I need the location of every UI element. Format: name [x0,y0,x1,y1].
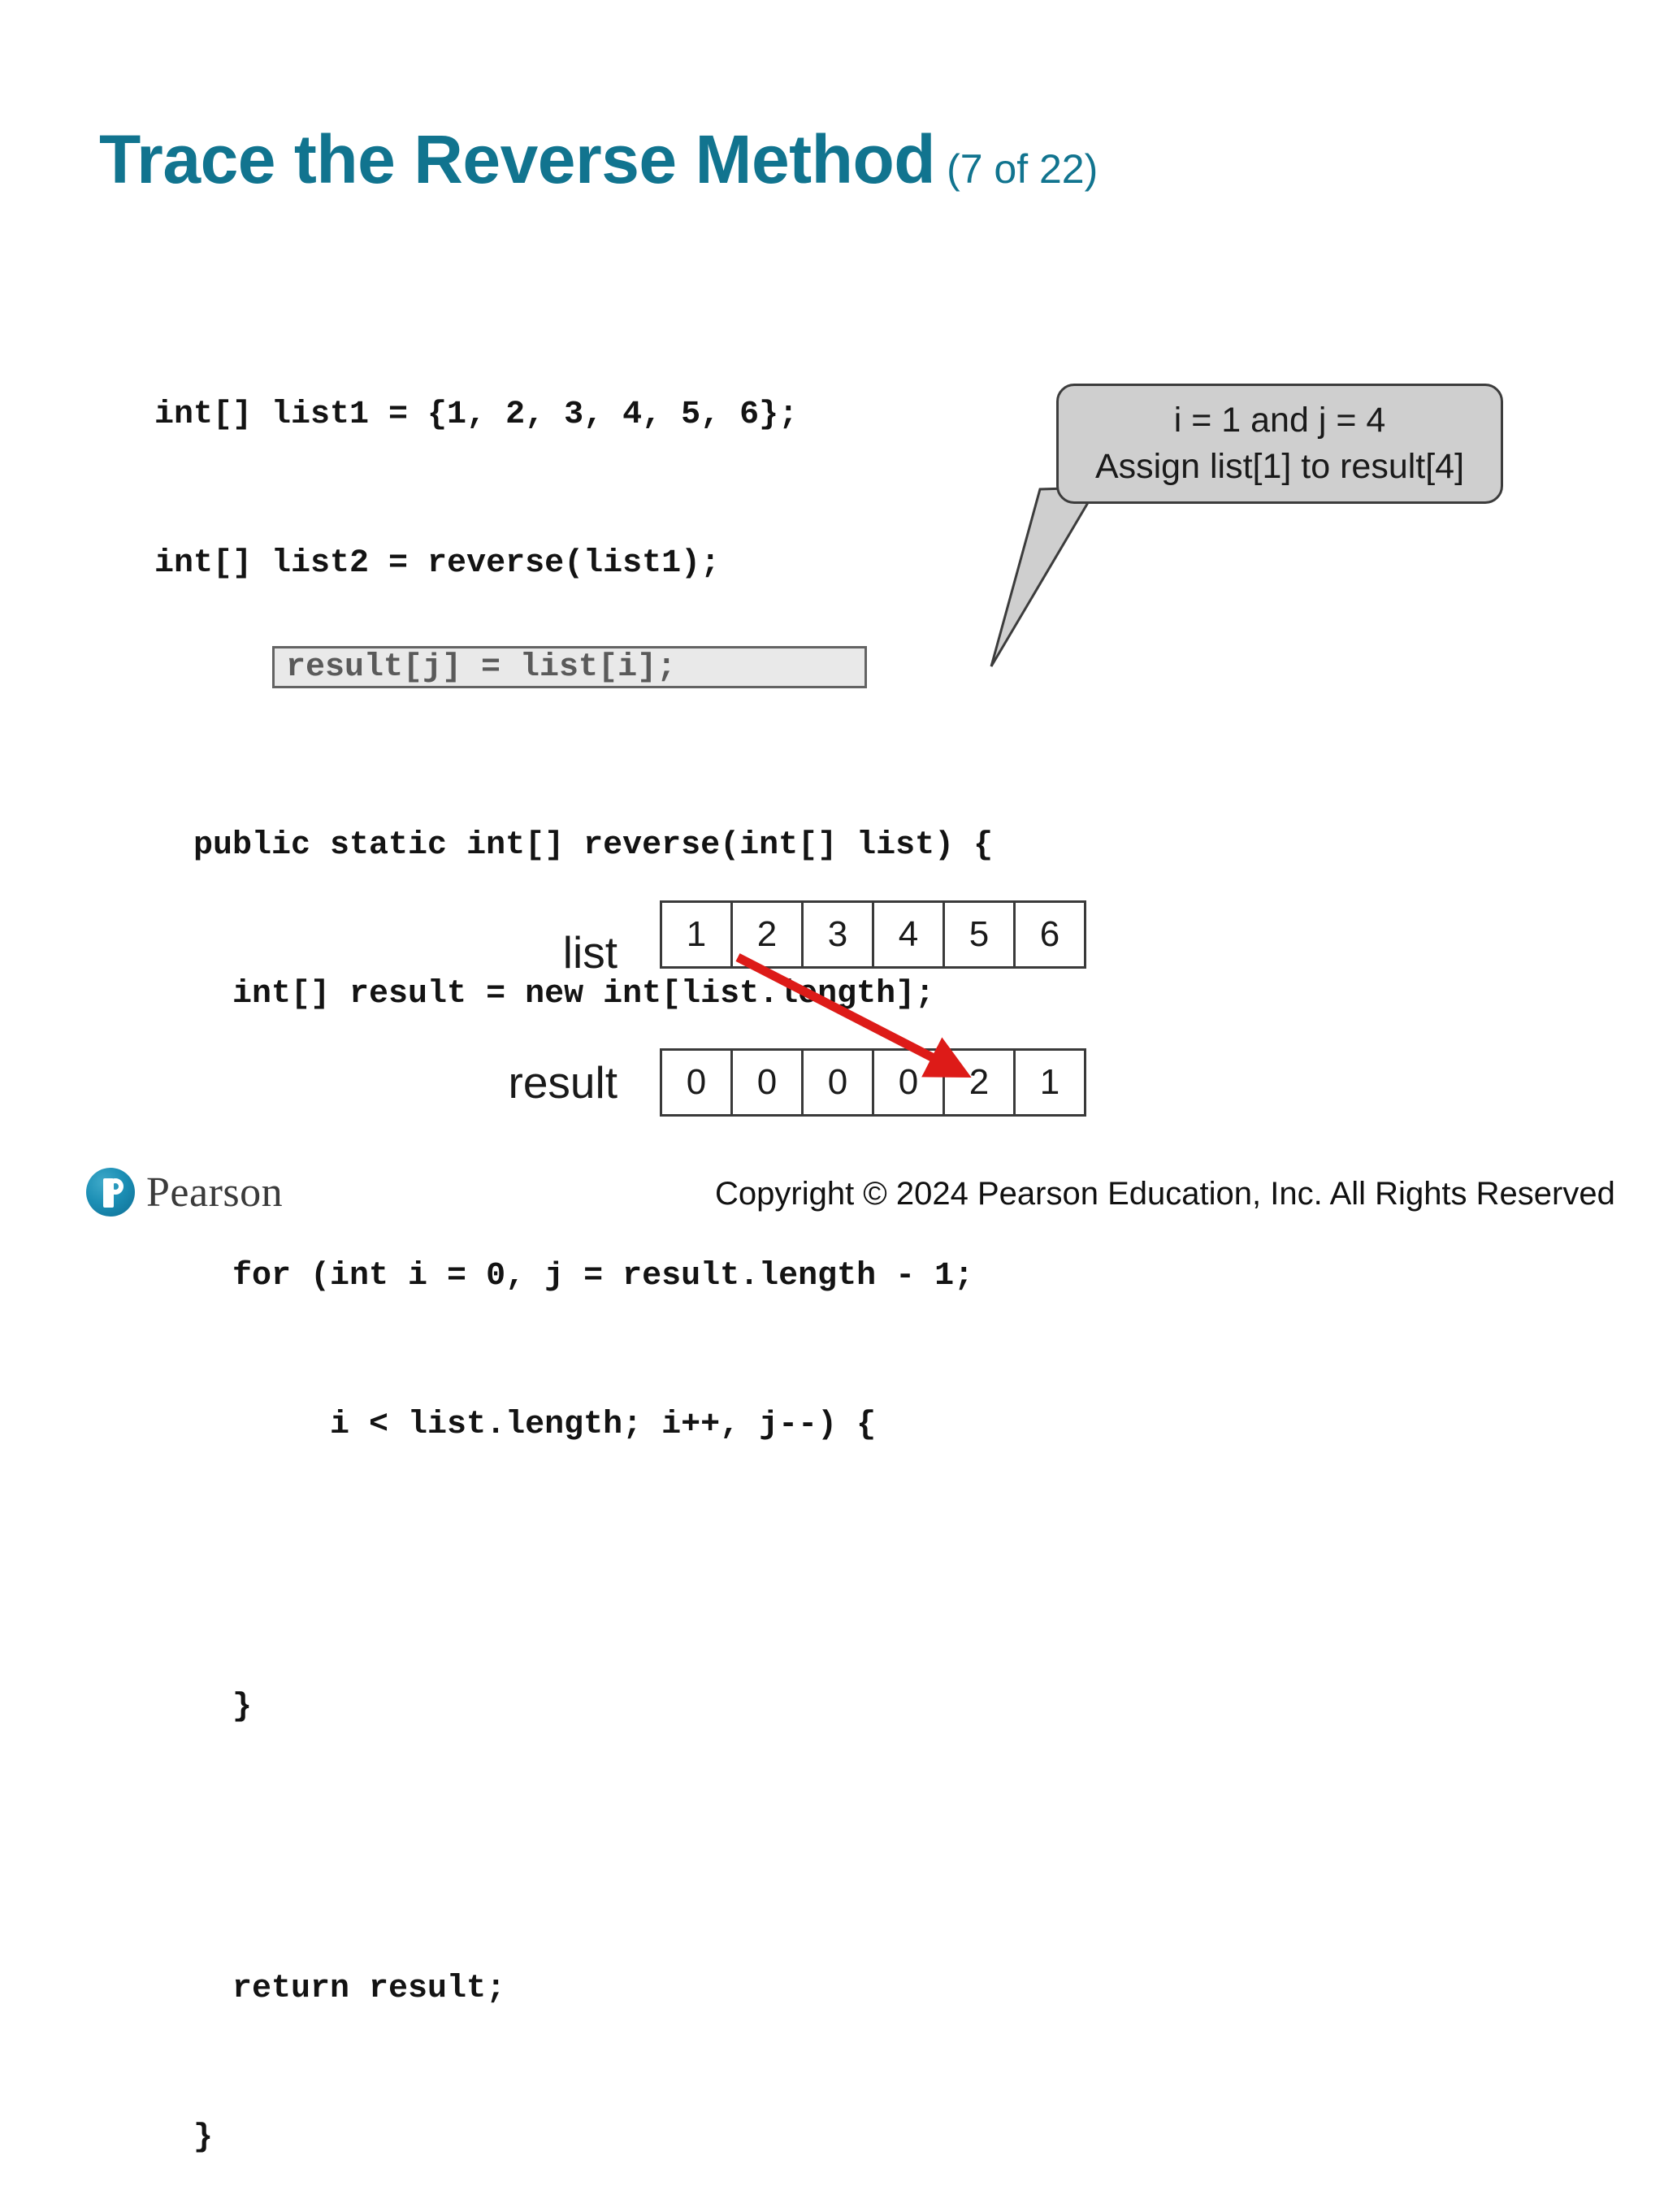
result-cell-1: 0 [730,1048,804,1117]
highlighted-statement-box [272,646,867,688]
pearson-logo: Pearson [86,1168,283,1217]
code-blank-2 [154,1118,993,1152]
page-title: Trace the Reverse Method(7 of 22) [99,120,1098,199]
list-cell-2: 3 [801,900,874,969]
code-line-5: for (int i = 0, j = result.length - 1; [154,1258,974,1295]
code-line-8: } [154,1689,253,1725]
highlighted-statement-text: result[j] = list[i]; [286,649,677,686]
code-line-9: return result; [154,1971,506,2007]
callout-line-1: i = 1 and j = 4 [1173,401,1386,440]
result-cell-3: 0 [872,1048,945,1117]
list-cell-1: 2 [730,900,804,969]
callout-line-2: Assign list[1] to result[4] [1094,447,1465,486]
page-title-main: Trace the Reverse Method [99,121,936,197]
page-title-counter: (7 of 22) [947,146,1098,192]
list-cell-0: 1 [660,900,733,969]
code-blank-3 [154,1831,993,1865]
code-blank-1 [154,687,993,722]
code-listing: int[] list1 = {1, 2, 3, 4, 5, 6}; int[] … [154,291,993,2212]
result-array-row: 0 0 0 0 2 1 [660,1048,1086,1117]
list-cell-3: 4 [872,900,945,969]
code-line-6: i < list.length; i++, j--) { [154,1407,877,1443]
result-array-label: result [508,1057,618,1108]
code-line-2: int[] list2 = reverse(list1); [154,545,721,582]
list-array-row: 1 2 3 4 5 6 [660,900,1086,969]
list-array-label: list [562,927,618,978]
code-line-10: } [154,2119,214,2156]
pearson-p-icon [86,1168,135,1217]
code-line-3: public static int[] reverse(int[] list) … [154,827,994,864]
result-cell-2: 0 [801,1048,874,1117]
result-cell-0: 0 [660,1048,733,1117]
code-highlight-spacer [154,1549,993,1583]
list-cell-5: 6 [1013,900,1086,969]
callout-bubble: i = 1 and j = 4 Assign list[1] to result… [1056,384,1503,504]
result-cell-5: 1 [1013,1048,1086,1117]
list-cell-4: 5 [942,900,1016,969]
copyright-text: Copyright © 2024 Pearson Education, Inc.… [715,1176,1615,1212]
code-line-1: int[] list1 = {1, 2, 3, 4, 5, 6}; [154,397,799,433]
result-cell-4: 2 [942,1048,1016,1117]
pearson-wordmark: Pearson [146,1169,284,1216]
